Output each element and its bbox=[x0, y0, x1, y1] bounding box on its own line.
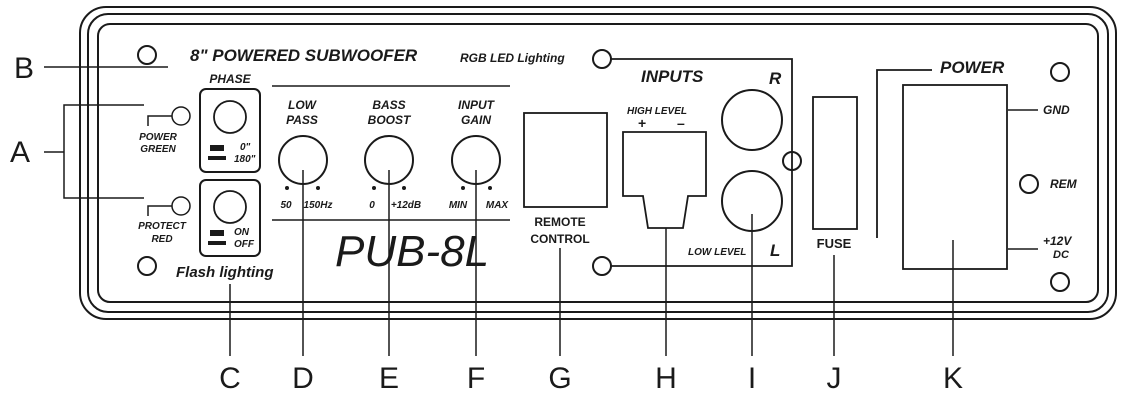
callout-d: D bbox=[292, 362, 314, 395]
callout-a-bracket bbox=[63, 104, 144, 199]
flash-opt-on: ON bbox=[234, 227, 250, 238]
high-level-minus: – bbox=[677, 115, 685, 131]
flash-switch-button[interactable] bbox=[213, 190, 247, 224]
flash-switch-box[interactable] bbox=[199, 179, 261, 257]
mount-hole-top-left bbox=[137, 45, 157, 65]
flash-on-indicator-icon bbox=[210, 230, 224, 236]
phase-title: PHASE bbox=[209, 72, 251, 86]
flash-opt-off: OFF bbox=[234, 239, 255, 250]
callout-f: F bbox=[467, 362, 485, 395]
model-name: PUB-8L bbox=[335, 227, 489, 276]
callout-a: A bbox=[10, 136, 30, 169]
protect-led-leader bbox=[147, 205, 172, 216]
panel-middle-frame bbox=[87, 13, 1109, 313]
input-gain-label-1: INPUT bbox=[458, 98, 496, 112]
input-gain-min: MIN bbox=[449, 200, 468, 211]
low-pass-min: 50 bbox=[280, 200, 292, 211]
fuse-label: FUSE bbox=[817, 236, 852, 251]
mount-hole-bottom-inputs bbox=[592, 256, 612, 276]
low-pass-label-2: PASS bbox=[286, 113, 318, 127]
mount-hole-bottom-left bbox=[137, 256, 157, 276]
callout-i: I bbox=[748, 362, 756, 395]
bass-boost-dot-min bbox=[372, 186, 376, 190]
input-gain-dot-max bbox=[488, 186, 492, 190]
low-level-label: LOW LEVEL bbox=[688, 247, 746, 258]
callout-b: B bbox=[14, 52, 34, 85]
panel-inner-frame bbox=[97, 23, 1099, 303]
flash-off-indicator-icon bbox=[208, 241, 226, 245]
callout-k: K bbox=[943, 362, 963, 395]
inputs-r-label: R bbox=[769, 69, 782, 88]
phase-switch-button[interactable] bbox=[213, 100, 247, 134]
input-gain-label-2: GAIN bbox=[461, 113, 491, 127]
phase-0-indicator-icon bbox=[210, 145, 224, 151]
power-led-leader bbox=[147, 115, 172, 126]
low-pass-dot-max bbox=[316, 186, 320, 190]
input-gain-max: MAX bbox=[486, 200, 510, 211]
panel-outer-frame bbox=[79, 6, 1117, 320]
callout-g: G bbox=[548, 362, 571, 395]
phase-180-indicator-icon bbox=[208, 156, 226, 160]
inputs-frame bbox=[611, 58, 793, 267]
callout-h: H bbox=[655, 362, 677, 395]
high-level-label: HIGH LEVEL bbox=[627, 106, 687, 117]
power-frame-line bbox=[876, 69, 932, 238]
high-level-connector[interactable] bbox=[622, 131, 707, 229]
mount-hole-bottom-right bbox=[1050, 272, 1070, 292]
mount-hole-top-inputs bbox=[592, 49, 612, 69]
rem-label: REM bbox=[1050, 177, 1078, 191]
phase-opt-180: 180" bbox=[234, 154, 256, 165]
inputs-l-label: L bbox=[770, 241, 780, 260]
protect-led-label-1: PROTECT bbox=[138, 221, 187, 232]
callout-e: E bbox=[379, 362, 399, 395]
bass-boost-label-1: BASS bbox=[372, 98, 405, 112]
power-title: POWER bbox=[940, 58, 1005, 77]
callout-j: J bbox=[827, 362, 842, 395]
phase-switch-box[interactable] bbox=[199, 88, 261, 173]
mount-hole-rem bbox=[1019, 174, 1039, 194]
bass-boost-dot-max bbox=[402, 186, 406, 190]
power-terminal-block[interactable] bbox=[902, 84, 1008, 270]
remote-label-1: REMOTE bbox=[534, 215, 585, 229]
rgb-led-label: RGB LED Lighting bbox=[460, 51, 565, 65]
protect-led-label-2: RED bbox=[151, 234, 172, 245]
power-led-icon bbox=[171, 106, 191, 126]
remote-label-2: CONTROL bbox=[530, 232, 589, 246]
panel-title: 8" POWERED SUBWOOFER bbox=[190, 46, 418, 65]
bass-boost-label-2: BOOST bbox=[368, 113, 412, 127]
v12-label: +12V bbox=[1043, 234, 1072, 248]
power-led-label-2: GREEN bbox=[140, 144, 176, 155]
dc-label: DC bbox=[1053, 249, 1070, 261]
gnd-label: GND bbox=[1043, 103, 1070, 117]
power-led-label-1: POWER bbox=[139, 132, 178, 143]
remote-control-port[interactable] bbox=[523, 112, 608, 208]
input-gain-dot-min bbox=[461, 186, 465, 190]
bass-boost-min: 0 bbox=[369, 200, 375, 211]
low-pass-dot-min bbox=[285, 186, 289, 190]
high-level-plus: + bbox=[638, 115, 646, 131]
phase-opt-0: 0" bbox=[240, 142, 251, 153]
low-pass-max: 150Hz bbox=[304, 200, 333, 211]
inputs-title: INPUTS bbox=[641, 67, 704, 86]
callout-c: C bbox=[219, 362, 241, 395]
flash-lighting-label: Flash lighting bbox=[176, 264, 274, 281]
rca-r-jack[interactable] bbox=[721, 89, 783, 151]
mount-hole-top-right bbox=[1050, 62, 1070, 82]
protect-led-icon bbox=[171, 196, 191, 216]
fuse-holder[interactable] bbox=[812, 96, 858, 230]
low-pass-label-1: LOW bbox=[288, 98, 318, 112]
bass-boost-max: +12dB bbox=[391, 200, 421, 211]
